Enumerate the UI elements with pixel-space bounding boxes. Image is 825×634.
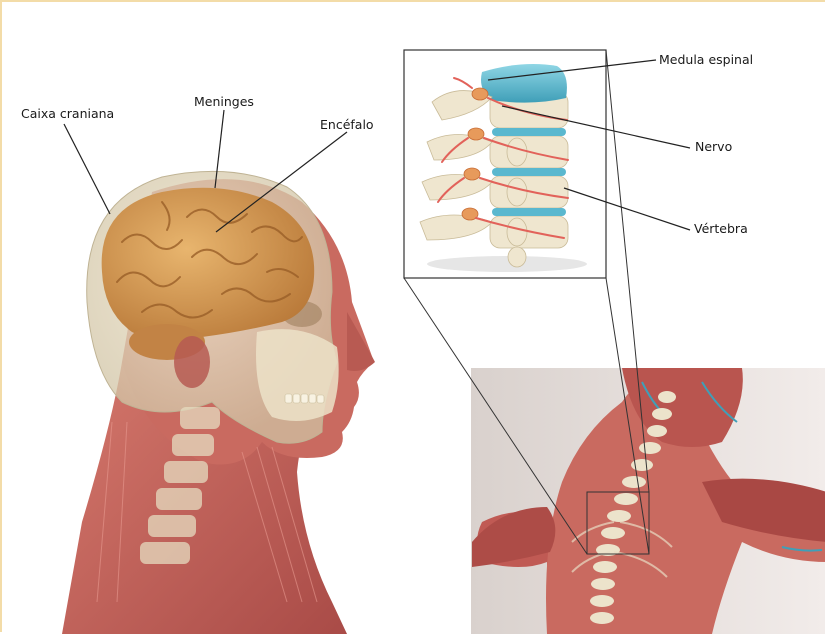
label-vertebra: Vértebra: [694, 223, 748, 236]
label-medula-espinal: Medula espinal: [659, 54, 753, 67]
leader-caixa-craniana: [64, 124, 110, 214]
label-encefalo: Encéfalo: [320, 119, 374, 132]
spinal-cord-top: [481, 64, 567, 103]
head-figure: [62, 171, 375, 634]
label-nervo: Nervo: [695, 141, 732, 154]
spine-inset: [404, 50, 606, 278]
label-meninges: Meninges: [194, 96, 254, 109]
teeth: [285, 394, 324, 403]
back-figure: [471, 368, 825, 634]
jaw-bone: [256, 329, 339, 421]
label-caixa-craniana: Caixa craniana: [21, 108, 114, 121]
ear-shape: [174, 336, 210, 388]
nose-shape: [347, 312, 375, 371]
